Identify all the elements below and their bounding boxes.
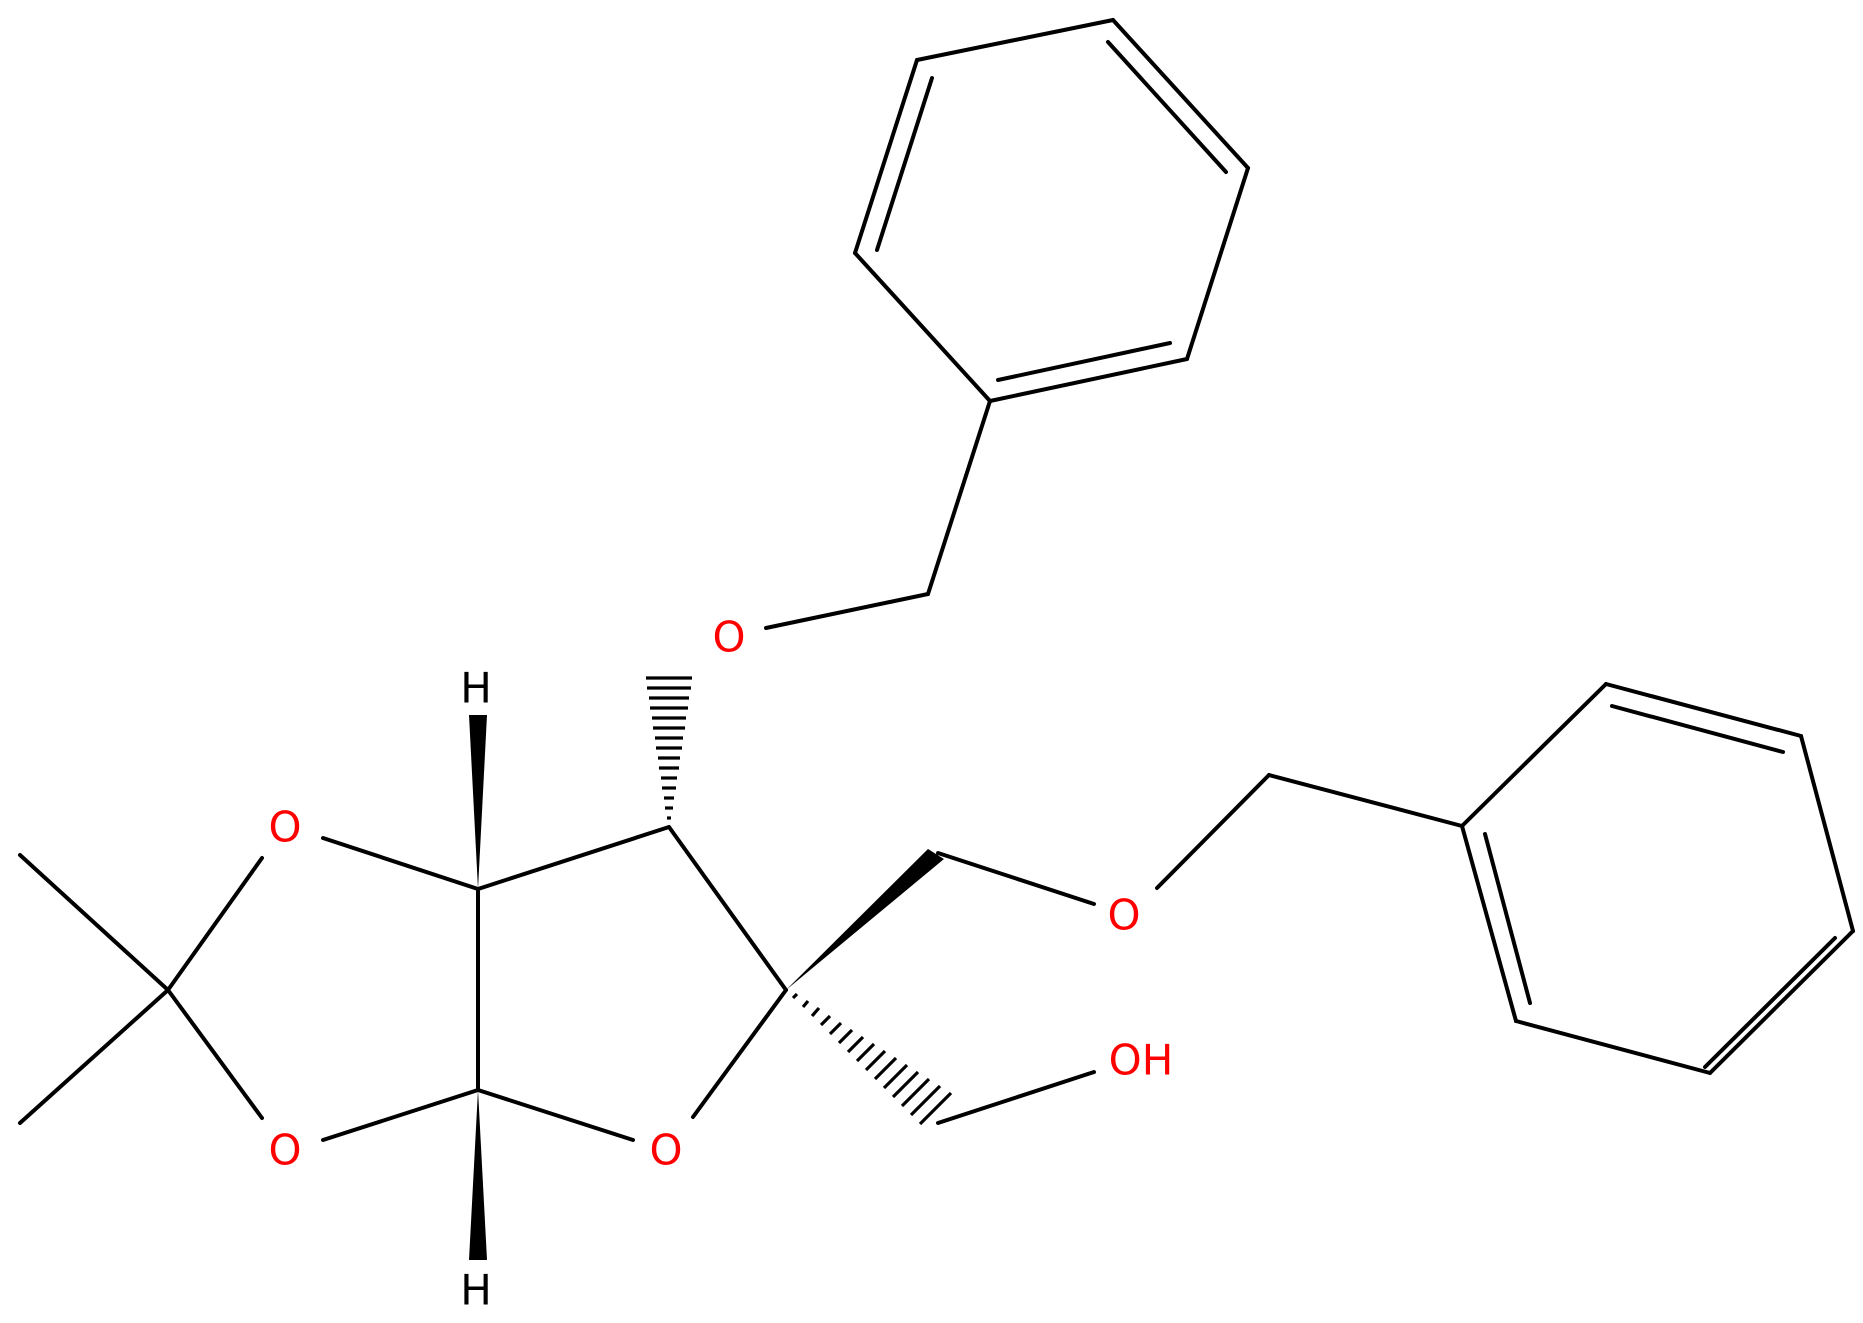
atom-o-benzyloxy-upper: O xyxy=(712,613,745,662)
atom-o-dioxolane-bottom: O xyxy=(268,1126,301,1175)
wedge-bond-h-bottom xyxy=(469,1090,487,1260)
lower-benzyl-linker xyxy=(936,773,1464,906)
atom-o-benzyloxy-lower: O xyxy=(1107,891,1140,940)
wedge-bond-ch2-benzyloxy xyxy=(786,849,944,990)
gem-dimethyl-groups xyxy=(18,853,170,1125)
atom-oh-hydroxyl: OH xyxy=(1109,1036,1174,1085)
upper-phenyl-ring xyxy=(853,18,1250,403)
hash-bond-upper-o xyxy=(646,676,692,820)
atom-h-bottom: H xyxy=(460,1266,492,1315)
atom-h-top: H xyxy=(460,664,492,713)
atom-o-dioxolane-top: O xyxy=(268,803,301,852)
lower-phenyl-ring xyxy=(1460,682,1855,1075)
hydroxymethyl-bond xyxy=(936,1070,1096,1125)
dioxolane-ring xyxy=(166,836,480,1142)
atom-o-furanose-ring: O xyxy=(649,1126,682,1175)
furanose-ring xyxy=(476,825,788,1142)
hash-bond-hydroxymethyl xyxy=(791,992,953,1126)
upper-benzyl-linker xyxy=(764,399,992,630)
wedge-bond-h-top xyxy=(469,715,487,889)
